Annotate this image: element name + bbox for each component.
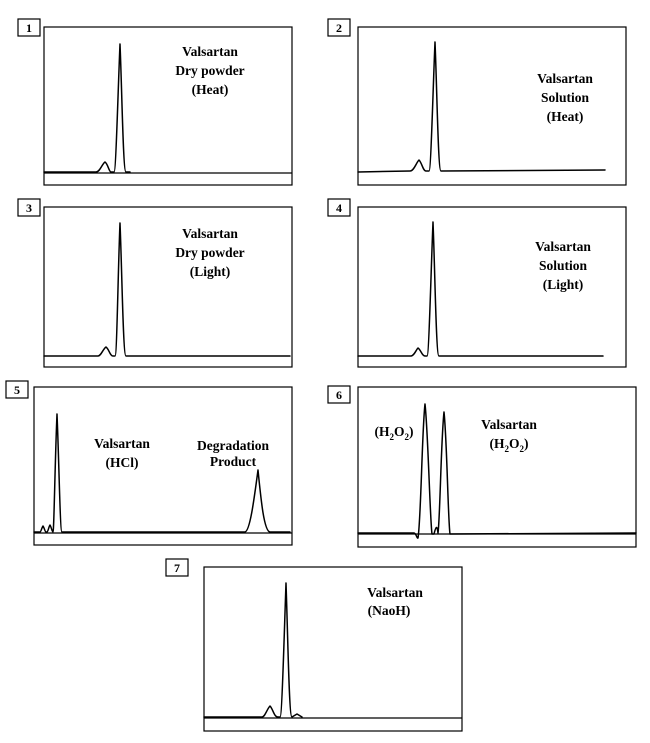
panel-3-trace <box>43 222 291 357</box>
panel-4: 4 Valsartan Solution (Light) <box>327 198 627 368</box>
panel-1-trace <box>43 43 131 173</box>
panel-7-number: 7 <box>174 561 180 575</box>
panel-5: 5 Valsartan (HCl) Degradation Product <box>5 380 293 546</box>
panel-5-trace <box>33 413 291 533</box>
panel-1-label-line-3: (Heat) <box>192 82 229 97</box>
panel-3: 3 Valsartan Dry powder (Light) <box>17 198 293 368</box>
panel-5-label-line-2: (HCl) <box>106 455 139 470</box>
panel-7-label-line-2: (NaoH) <box>368 603 411 618</box>
panel-6-right-label-title: Valsartan <box>481 417 537 432</box>
panel-7-trace <box>203 582 303 718</box>
panel-3-number-box <box>17 198 41 217</box>
panel-7-number-box <box>165 558 189 577</box>
panel-1-number: 1 <box>26 21 32 35</box>
panel-2: 2 Valsartan Solution (Heat) <box>327 18 627 186</box>
panel-5-extra-label-line-2: Product <box>210 454 257 469</box>
panel-6-right-label-formula: (H2O2) <box>489 436 528 454</box>
panel-1-label-line-2: Dry powder <box>175 63 244 78</box>
panel-4-trace <box>357 221 604 357</box>
panel-6-frame <box>357 386 637 548</box>
panel-3-label-line-3: (Light) <box>190 264 231 279</box>
panel-5-label-line-1: Valsartan <box>94 436 150 451</box>
panel-1-label-line-1: Valsartan <box>182 44 238 59</box>
panel-5-extra-label-line-1: Degradation <box>197 438 269 453</box>
panel-4-frame <box>357 206 627 368</box>
panel-1-number-box <box>17 18 41 37</box>
panel-6-trace <box>357 403 637 539</box>
panel-2-frame <box>357 26 627 186</box>
panel-4-number-box <box>327 198 351 217</box>
panel-7-label-line-1: Valsartan <box>367 585 423 600</box>
panel-5-number: 5 <box>14 383 20 397</box>
panel-1-frame <box>43 26 293 186</box>
panel-4-number: 4 <box>336 201 342 215</box>
panel-7: 7 Valsartan (NaoH) <box>165 558 463 732</box>
panel-2-trace <box>357 41 606 173</box>
panel-5-number-box <box>5 380 29 399</box>
panel-3-number: 3 <box>26 201 32 215</box>
panel-2-label-line-1: Valsartan <box>537 71 593 86</box>
panel-3-frame <box>43 206 293 368</box>
panel-4-label-line-1: Valsartan <box>535 239 591 254</box>
panel-7-frame <box>203 566 463 732</box>
panel-6-left-label: (H2O2) <box>374 424 413 442</box>
panel-4-label-line-3: (Light) <box>543 277 584 292</box>
panel-4-label-line-2: Solution <box>539 258 588 273</box>
panel-2-label-line-3: (Heat) <box>547 109 584 124</box>
panel-3-label-line-1: Valsartan <box>182 226 238 241</box>
panel-1: 1 Valsartan Dry powder (Heat) <box>17 18 293 186</box>
panel-6: 6 (H2O2) Valsartan (H2O2) <box>327 385 637 548</box>
panel-6-number: 6 <box>336 388 342 402</box>
panel-2-number-box <box>327 18 351 37</box>
panel-2-number: 2 <box>336 21 342 35</box>
panel-5-frame <box>33 386 293 546</box>
panel-3-label-line-2: Dry powder <box>175 245 244 260</box>
panel-2-label-line-2: Solution <box>541 90 590 105</box>
panel-6-number-box <box>327 385 351 404</box>
